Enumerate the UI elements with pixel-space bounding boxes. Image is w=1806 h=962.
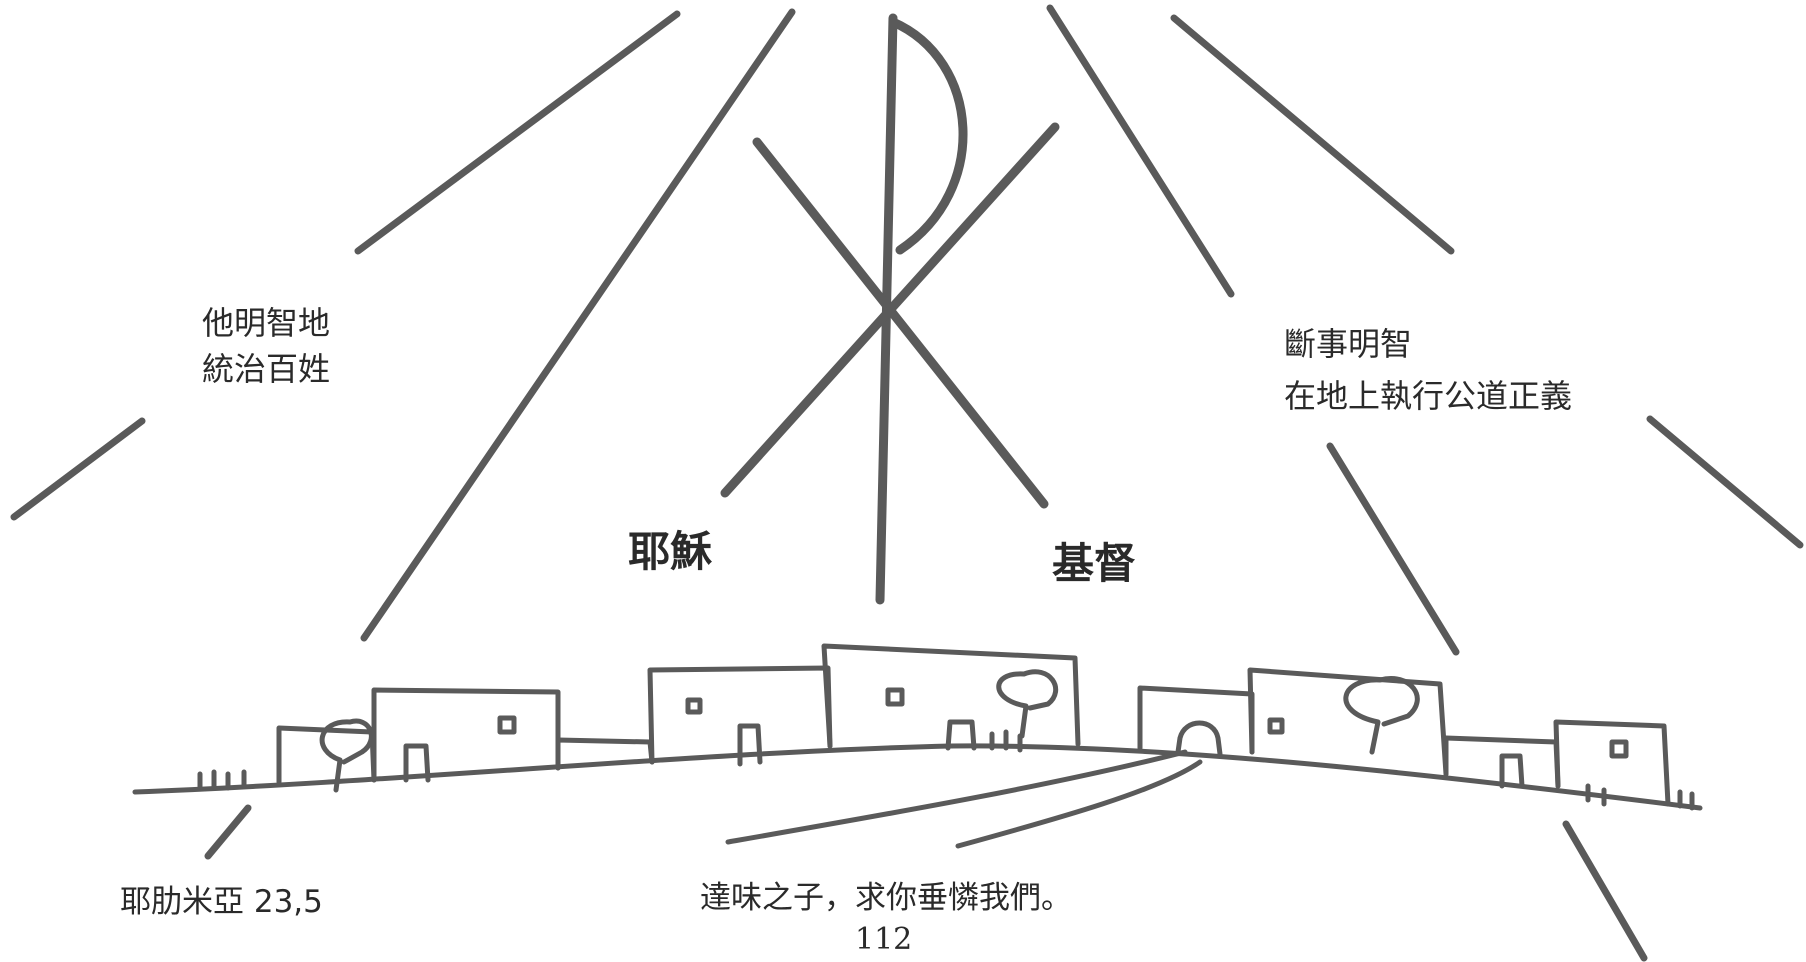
grass-ticks xyxy=(197,729,1695,811)
ray xyxy=(1046,4,1235,298)
window xyxy=(885,687,905,707)
left-verse-line-2: 統治百姓 xyxy=(202,350,331,388)
ray xyxy=(1562,820,1648,962)
ray xyxy=(360,8,796,642)
chi-stroke-left xyxy=(752,137,1049,509)
radiating-rays xyxy=(10,4,1804,962)
tree xyxy=(996,669,1059,739)
door xyxy=(403,743,431,783)
door xyxy=(945,719,977,751)
window xyxy=(497,715,517,735)
scripture-reference: 耶肋米亞 23,5 xyxy=(120,884,323,920)
right-verse-line-1: 斷事明智 xyxy=(1284,325,1413,363)
hill-ground-line xyxy=(132,743,1703,811)
archway xyxy=(1175,720,1223,757)
ray xyxy=(204,804,252,860)
left-verse: 他明智地 統治百姓 xyxy=(202,300,330,392)
window xyxy=(685,697,703,715)
window xyxy=(1267,717,1285,735)
chi-stroke-right xyxy=(720,122,1060,498)
left-verse-line-1: 他明智地 xyxy=(202,304,331,342)
monogram-name-right: 基督 xyxy=(1052,539,1137,588)
ray xyxy=(1646,415,1804,549)
tree xyxy=(1343,676,1420,755)
path-line xyxy=(955,759,1203,849)
ray xyxy=(1170,14,1455,255)
house xyxy=(1553,719,1671,807)
ray xyxy=(1326,442,1460,656)
right-verse: 斷事明智 在地上執行公道正義 xyxy=(1284,318,1572,422)
page-number: 112 xyxy=(855,922,913,957)
door xyxy=(737,723,763,767)
right-verse-line-2: 在地上執行公道正義 xyxy=(1284,377,1573,415)
tree xyxy=(319,718,374,793)
house xyxy=(1137,685,1255,755)
ray xyxy=(354,10,681,255)
rho-loop xyxy=(888,17,968,255)
house xyxy=(371,687,561,783)
monogram-name-left: 耶穌 xyxy=(628,527,713,576)
house xyxy=(1247,667,1449,777)
prayer-caption: 達味之子，求你垂憐我們。 xyxy=(700,880,1072,916)
chi-rho-monogram xyxy=(720,13,1060,605)
house xyxy=(821,643,1081,749)
door xyxy=(1499,753,1525,789)
path-line xyxy=(725,749,1188,845)
rho-stem xyxy=(875,13,898,605)
town-skyline xyxy=(132,643,1703,849)
ray xyxy=(10,417,146,521)
window xyxy=(1609,739,1629,759)
